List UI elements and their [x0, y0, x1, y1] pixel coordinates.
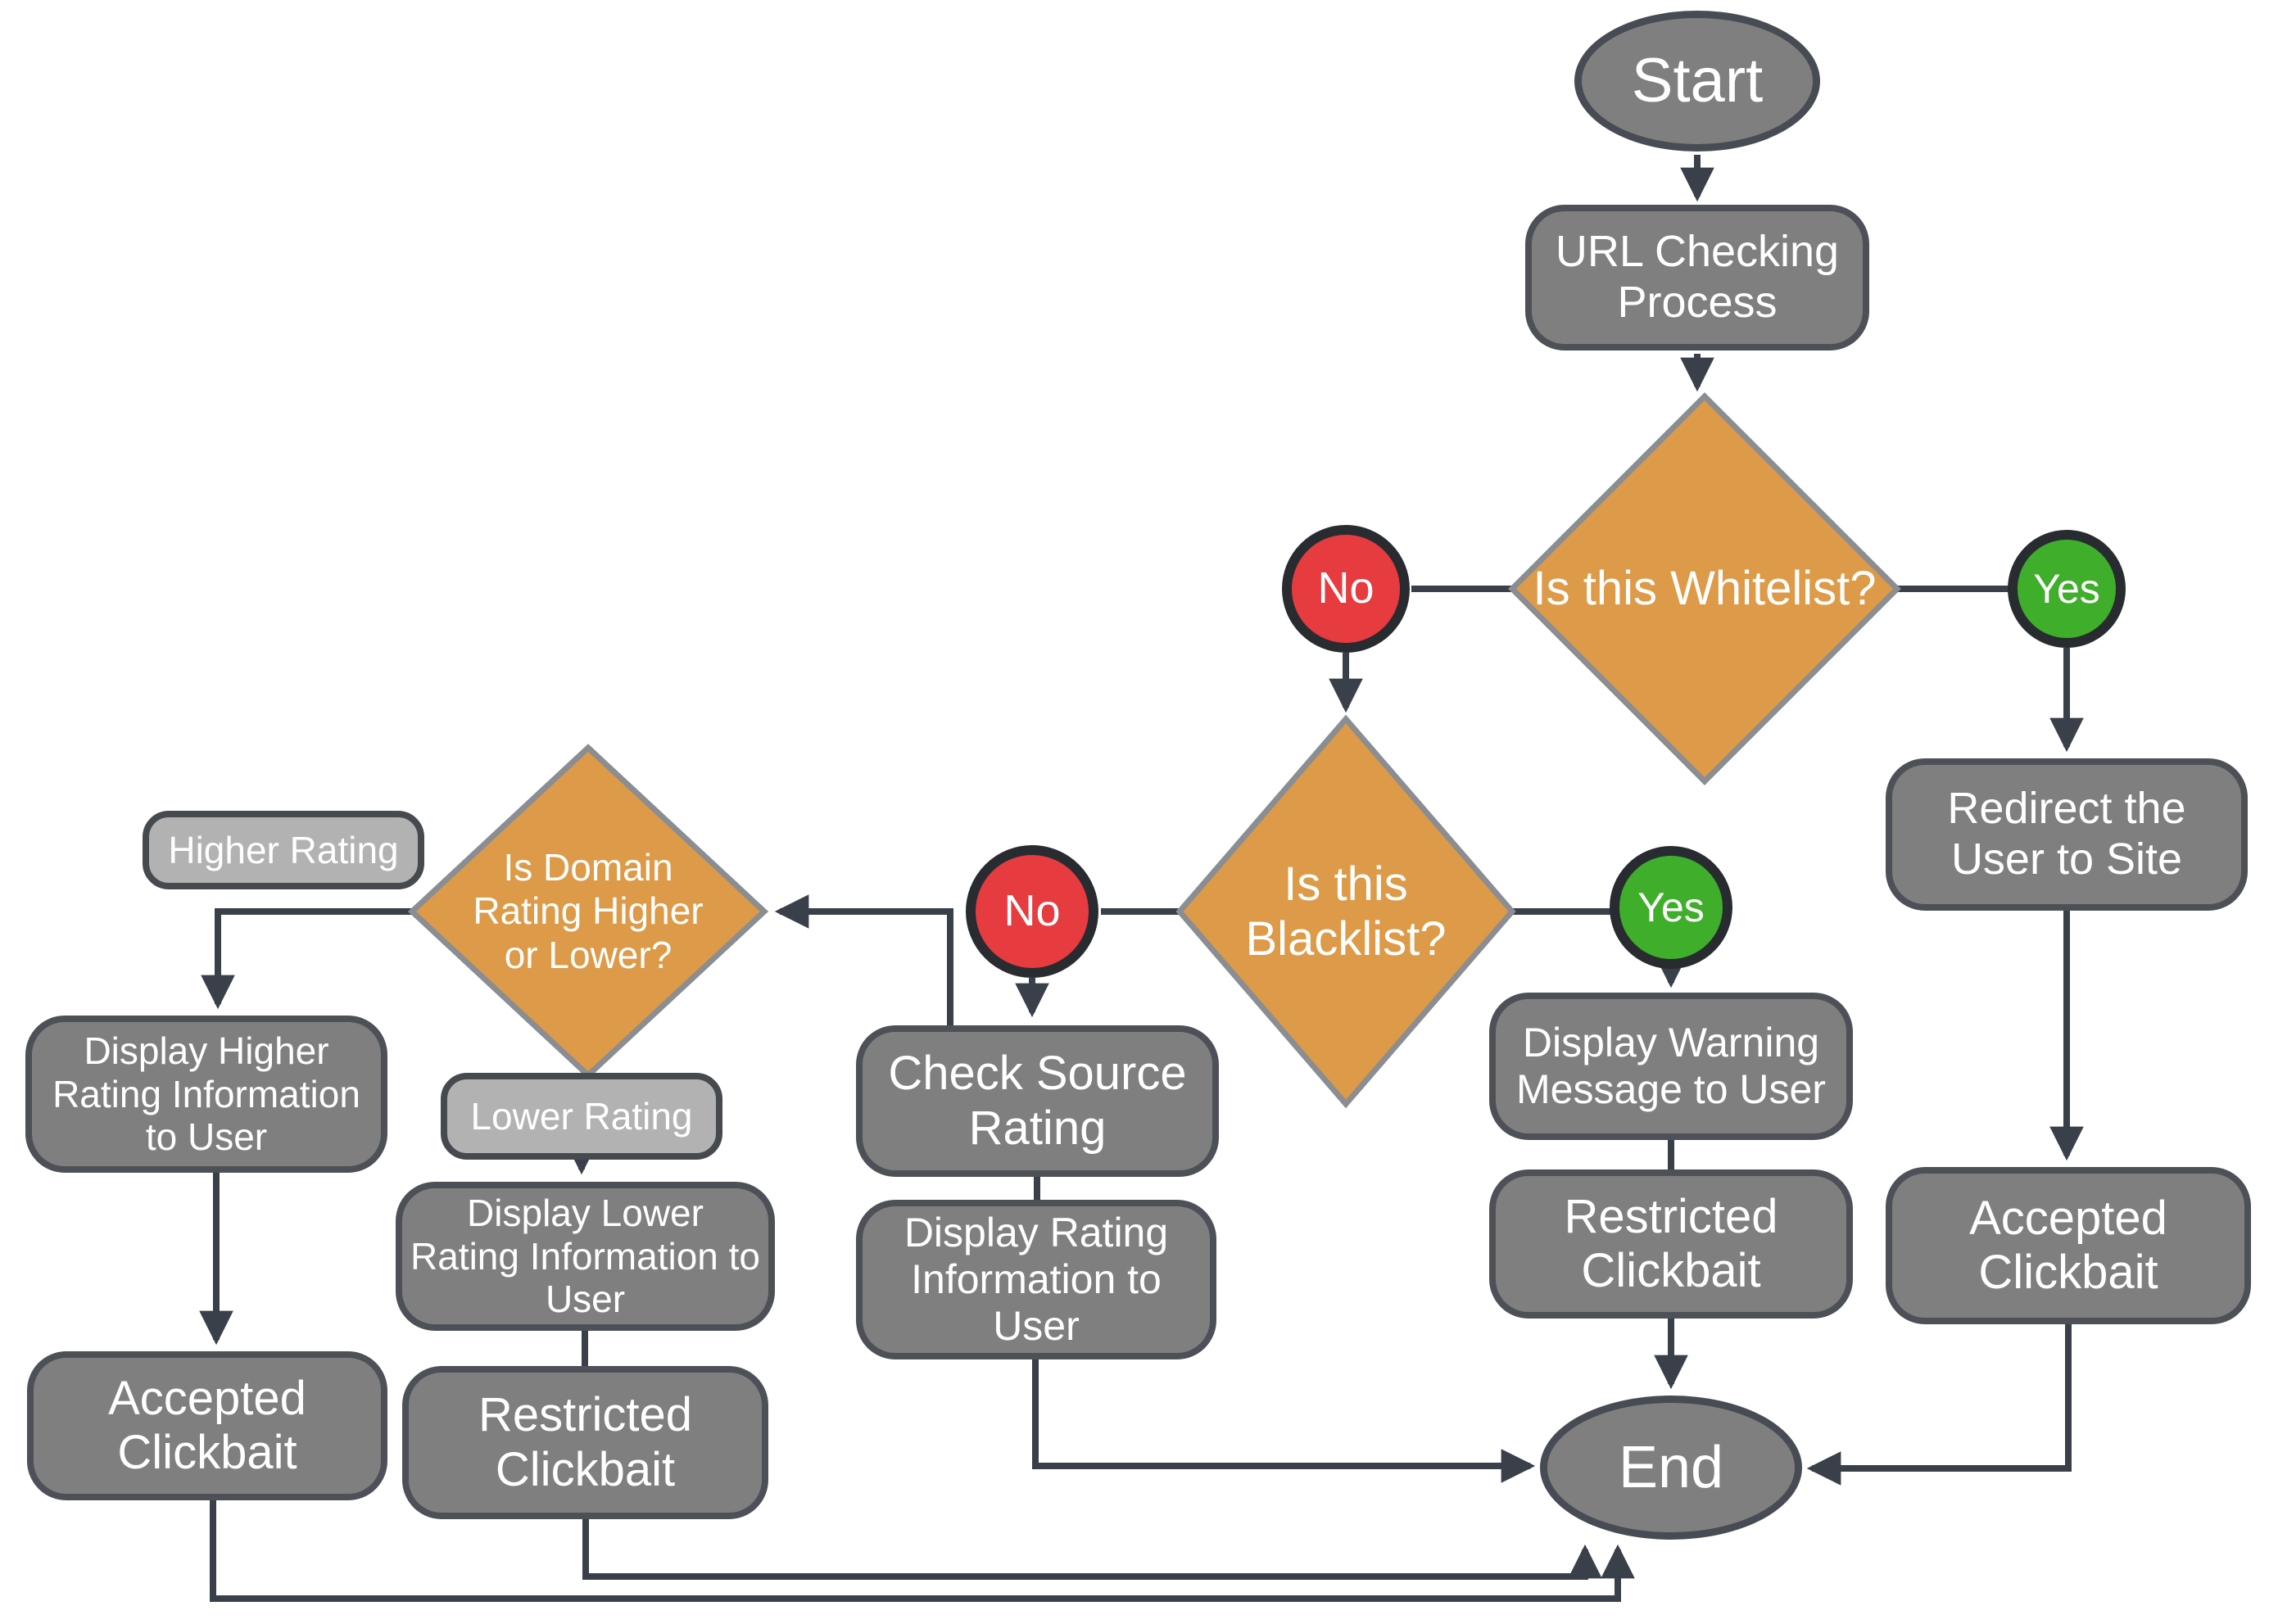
whitelist-diamond-shape: [1508, 392, 1901, 785]
node-display-lower-rating: Display Lower Rating Information to User: [396, 1182, 775, 1331]
edge-checksource-domain: [774, 894, 953, 1025]
node-url-checking-process: URL Checking Process: [1525, 205, 1869, 351]
node-redirect-user-to-site: Redirect the User to Site: [1886, 758, 2248, 911]
node-display-higher-rating: Display Higher Rating Information to Use…: [25, 1016, 387, 1173]
label-yes-whitelist: Yes: [2008, 530, 2126, 648]
node-accepted-clickbait-left: Accepted Clickbait: [27, 1351, 387, 1500]
decision-is-this-whitelist: Is this Whitelist?: [1533, 562, 1877, 616]
edge-accepted-end: [1806, 1324, 2072, 1486]
label-no-blacklist: No: [966, 845, 1098, 978]
node-restricted-clickbait-left: Restricted Clickbait: [402, 1366, 768, 1519]
label-yes-blacklist: Yes: [1610, 846, 1732, 969]
node-accepted-clickbait-right: Accepted Clickbait: [1886, 1167, 2251, 1324]
node-check-source-rating: Check Source Rating: [856, 1025, 1219, 1177]
label-higher-rating: Higher Rating: [143, 811, 424, 889]
node-display-rating-information: Display Rating Information to User: [856, 1200, 1216, 1359]
edge-acceptedleft-end: [210, 1500, 1635, 1602]
edge-restrictedleft-end: [582, 1519, 1602, 1580]
node-end: End: [1540, 1396, 1802, 1540]
decision-domain-rating: Is Domain Rating Higher or Lower?: [473, 845, 704, 976]
edge-rating-end: [1032, 1359, 1536, 1483]
node-start: Start: [1574, 11, 1820, 152]
label-no-whitelist: No: [1282, 525, 1410, 653]
edge-domain-displayhigher: [201, 908, 412, 1010]
decision-is-this-blacklist: Is this Blacklist?: [1245, 857, 1447, 966]
label-lower-rating: Lower Rating: [441, 1073, 722, 1160]
node-display-warning-message: Display Warning Message to User: [1489, 993, 1853, 1140]
blacklist-diamond-shape: [1175, 714, 1516, 1109]
node-restricted-clickbait-mid: Restricted Clickbait: [1489, 1169, 1853, 1319]
